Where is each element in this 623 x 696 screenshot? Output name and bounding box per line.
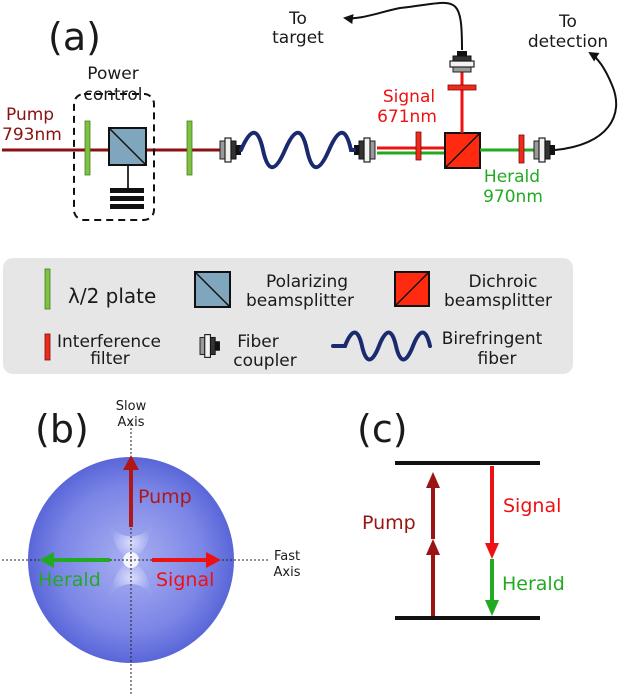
pump-label: Pump (6, 105, 54, 125)
fiber-to-target (343, 1, 463, 51)
emission-lobe-upper (110, 525, 152, 560)
panel-a-label: (a) (48, 15, 101, 59)
legend-filter-label-2: filter (90, 349, 130, 369)
to-target-label-1: To (288, 9, 307, 29)
half-wave-plate-1 (84, 120, 91, 176)
legend-coupler-label-2: coupler (233, 351, 296, 371)
c-pump-label: Pump (362, 512, 416, 534)
b-herald-label: Herald (38, 569, 101, 591)
legend-dichroic-label-1: Dichroic (468, 272, 537, 292)
signal-label: Signal (383, 87, 435, 107)
legend-pbs-label-1: Polarizing (266, 272, 348, 292)
legend-coupler-label-1: Fiber (237, 332, 279, 352)
to-detection-label-2: detection (528, 32, 608, 52)
c-signal-label: Signal (503, 495, 561, 517)
panel-c-label: (c) (357, 407, 408, 451)
half-wave-plate-2 (186, 120, 193, 176)
fiber-coupler-signal (449, 50, 475, 73)
legend-filter-label-1: Interference (57, 332, 161, 352)
pump-wavelength: 793nm (2, 125, 62, 145)
legend-pbs-label-2: beamsplitter (246, 291, 354, 311)
polarizing-beamsplitter (108, 127, 147, 166)
legend-birefringent-fiber-icon (331, 330, 432, 362)
dichroic-beamsplitter (444, 132, 481, 169)
herald-wavelength: 970nm (483, 187, 543, 207)
panel-a: (a) Pump 793nm Power control (2, 1, 618, 221)
fiber-coupler-in (219, 137, 242, 163)
herald-photon-arrow-head (485, 600, 499, 616)
interference-filter-1 (415, 131, 422, 161)
signal-photon-arrow-head (485, 543, 499, 559)
legend-pbs-icon (194, 271, 231, 308)
fast-axis-label-2: Axis (274, 565, 301, 580)
c-herald-label: Herald (502, 573, 565, 595)
slow-axis-label-2: Axis (118, 415, 145, 430)
beam-dump (110, 188, 144, 209)
interference-filter-3 (518, 134, 525, 164)
to-detection-label-1: To (558, 12, 577, 32)
panel-b-label: (b) (35, 407, 89, 451)
power-control-label-1: Power (87, 64, 138, 84)
legend: λ/2 plate Polarizing beamsplitter Dichro… (3, 258, 573, 374)
signal-arrow-head (206, 552, 221, 568)
power-control-label-2: control (84, 85, 143, 105)
slow-axis-label-1: Slow (116, 399, 147, 414)
fiber-coupler-out (353, 137, 376, 163)
legend-dichroic-label-2: beamsplitter (444, 291, 552, 311)
to-target-label-2: target (272, 28, 324, 48)
legend-interference-filter-icon (44, 333, 51, 361)
interference-filter-2 (447, 84, 477, 91)
pump-arrow-head (123, 455, 139, 470)
panel-c: (c) Pump Signal Herald (357, 407, 565, 620)
legend-fiber-label-1: Birefringent (442, 329, 543, 349)
herald-arrow-head (39, 552, 54, 568)
pump-photon-arrow-2-head (426, 472, 440, 488)
herald-label: Herald (484, 167, 540, 187)
birefringent-fiber (239, 130, 356, 170)
legend-half-wave-plate-icon (44, 268, 51, 310)
power-control-box (73, 93, 155, 221)
legend-hwp-label: λ/2 plate (68, 284, 156, 308)
panel-b: (b) Slow Axis Fast Axis Pump Herald Sign… (2, 399, 301, 696)
legend-dichroic-icon (394, 271, 430, 307)
b-signal-label: Signal (156, 569, 214, 591)
fiber-to-detection (554, 51, 618, 151)
fiber-coupler-herald (533, 137, 556, 163)
legend-fiber-label-2: fiber (478, 349, 517, 369)
fast-axis-label-1: Fast (274, 549, 300, 564)
signal-wavelength: 671nm (377, 107, 437, 127)
b-pump-label: Pump (138, 486, 192, 508)
pump-photon-arrow-1-head (426, 539, 440, 555)
